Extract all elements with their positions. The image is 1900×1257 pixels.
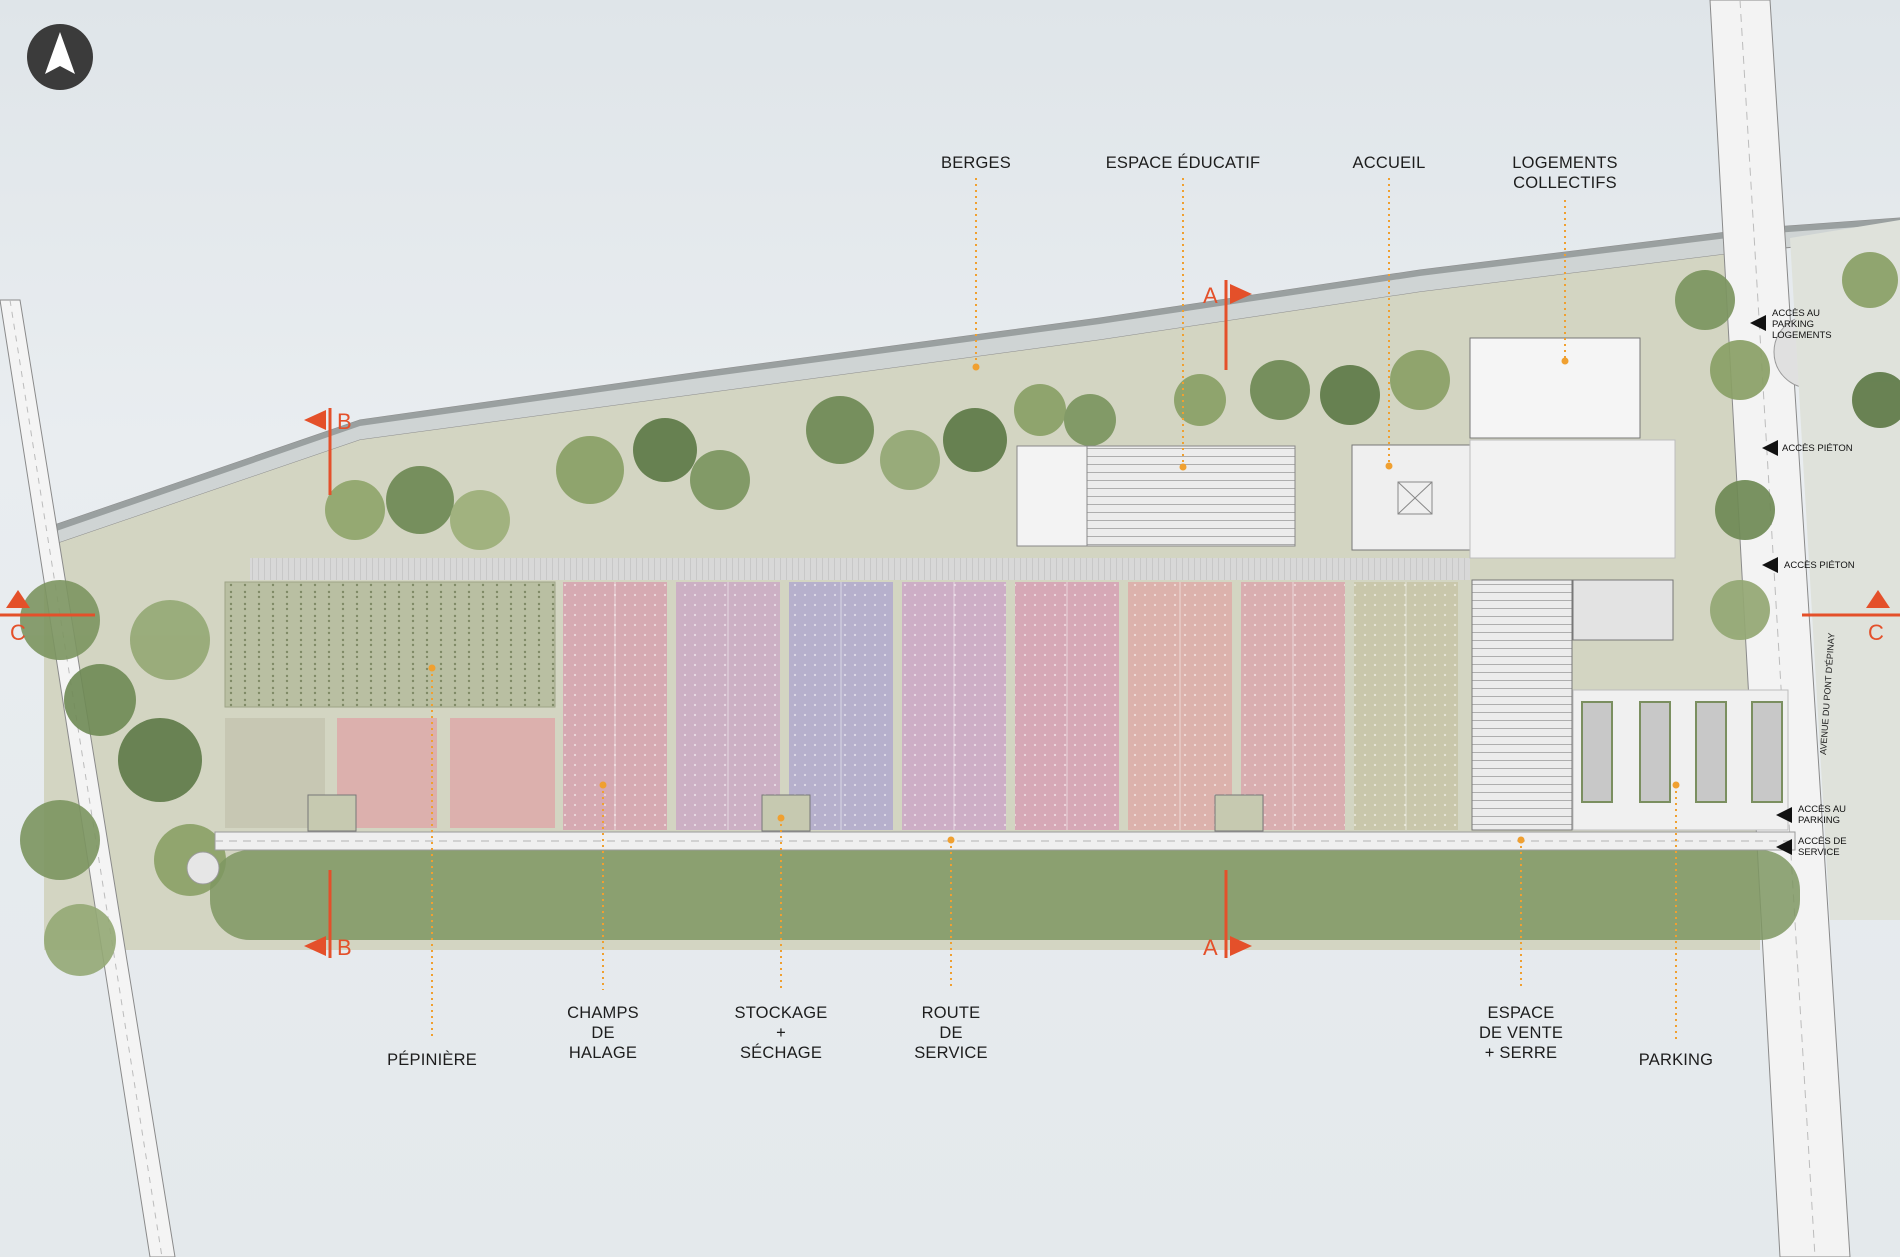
access-service-line2: SERVICE: [1798, 847, 1840, 858]
reception-building: [1351, 444, 1473, 551]
section-marker-a-bottom: A: [1203, 870, 1252, 960]
access-pieton-1: ACCÈS PIÉTON: [1782, 443, 1853, 454]
label-logements-line2: COLLECTIFS: [1513, 174, 1617, 192]
storage-box-1: [307, 794, 357, 832]
leader-lines: [431, 178, 1677, 1040]
label-champs-line1: CHAMPS: [567, 1004, 639, 1022]
label-pepiniere: PÉPINIÈRE: [387, 1050, 477, 1069]
sales-greenhouse: [1471, 579, 1573, 831]
label-champs-line2: DE: [591, 1024, 614, 1042]
label-accueil: ACCUEIL: [1353, 154, 1426, 172]
svg-text:C: C: [10, 620, 26, 645]
label-champs-line3: HALAGE: [569, 1044, 637, 1062]
nursery-bed-3: [450, 718, 555, 828]
towpath-fields: [563, 582, 1458, 830]
svg-text:C: C: [1868, 620, 1884, 645]
access-pieton-2: ACCÈS PIÉTON: [1784, 560, 1855, 571]
label-stockage-line2: +: [776, 1024, 786, 1042]
section-marker-a-top: A: [1203, 280, 1252, 370]
access-arrow-icons: [1750, 315, 1792, 855]
tree-canopy-left: [20, 580, 226, 976]
access-logements-line1: ACCÈS AU: [1772, 308, 1820, 319]
svg-text:B: B: [337, 409, 352, 434]
label-vente-line2: DE VENTE: [1479, 1024, 1563, 1042]
label-stockage-line3: SÉCHAGE: [740, 1043, 822, 1062]
leader-dots: [428, 357, 1680, 844]
parking-row-3: [1695, 701, 1727, 803]
label-berges: BERGES: [941, 154, 1011, 172]
svg-text:A: A: [1203, 935, 1218, 960]
label-route-line3: SERVICE: [914, 1044, 988, 1062]
southern-tree-row: [210, 850, 1800, 940]
sales-annex: [1572, 579, 1674, 641]
parking-row-2: [1639, 701, 1671, 803]
label-vente-line3: + SERRE: [1485, 1044, 1557, 1062]
tree-canopy-river: [325, 252, 1900, 640]
label-route-line2: DE: [939, 1024, 962, 1042]
storage-box-3: [1214, 794, 1264, 832]
storage-box-2: [761, 794, 811, 832]
label-stockage-line1: STOCKAGE: [735, 1004, 828, 1022]
parking-row-1: [1581, 701, 1613, 803]
embankment-wall: [39, 217, 1900, 549]
label-vente-line1: ESPACE: [1488, 1004, 1555, 1022]
label-espace-educatif: ESPACE ÉDUCATIF: [1106, 153, 1261, 172]
parking-row-4: [1751, 701, 1783, 803]
label-route-line1: ROUTE: [922, 1004, 981, 1022]
label-parking: PARKING: [1639, 1051, 1713, 1069]
svg-text:B: B: [337, 935, 352, 960]
access-logements-line3: LOGEMENTS: [1772, 330, 1832, 341]
access-parking-line2: PARKING: [1798, 815, 1840, 826]
housing-building: [1469, 337, 1641, 439]
section-marker-c-left: C: [0, 590, 95, 645]
north-arrow-icon: [27, 24, 93, 90]
nursery-field: [224, 581, 556, 708]
promenade: [250, 558, 1470, 580]
svg-text:A: A: [1203, 283, 1218, 308]
label-logements-line1: LOGEMENTS: [1512, 154, 1617, 172]
entry-plaza: [1469, 439, 1676, 559]
section-marker-b-bottom: B: [304, 870, 352, 960]
access-service-line1: ACCÈS DE: [1798, 836, 1847, 847]
access-logements-line2: PARKING: [1772, 319, 1814, 330]
access-parking-line1: ACCÈS AU: [1798, 804, 1846, 815]
service-turnaround: [186, 851, 220, 885]
section-marker-b-top: B: [304, 408, 352, 495]
section-marker-c-right: C: [1802, 590, 1900, 645]
